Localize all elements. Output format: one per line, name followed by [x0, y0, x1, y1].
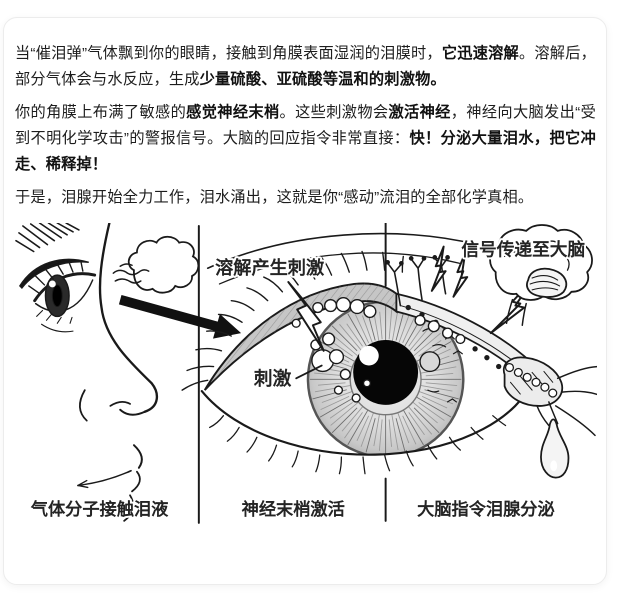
brain-stem — [505, 298, 527, 326]
lips — [77, 444, 143, 522]
gas-squiggle — [119, 263, 133, 267]
label-dissolve-stimulus: 溶解产生刺激 — [215, 257, 325, 278]
big-eye — [181, 232, 565, 475]
nostril-wing — [79, 389, 88, 422]
cheek-line — [41, 323, 74, 333]
lower-eyelid — [200, 377, 536, 456]
tear-drop — [540, 418, 570, 479]
text-segment-bold: 感觉神经末梢 — [186, 104, 280, 121]
face-pupil — [51, 284, 63, 308]
caption-brain-orders-gland: 大脑指令泪腺分泌 — [417, 499, 555, 519]
face-eye-highlight — [48, 280, 56, 288]
paragraph-2: 你的角膜上布满了敏感的感觉神经末梢。这些刺激物会激活神经，神经向大脑发出“受到不… — [15, 100, 596, 178]
pupil-highlight — [359, 345, 379, 366]
tear-duct — [536, 401, 559, 427]
face-eye — [28, 260, 97, 333]
iris-texture — [309, 303, 462, 455]
gas-squiggle — [114, 278, 142, 284]
text-segment: ，神经向大脑发出“受到不明化学攻击”的警报信号。大脑的回应指令非常直接： — [15, 104, 596, 147]
upper-lashes — [28, 260, 84, 294]
gland-duct-beads — [504, 362, 558, 398]
cerebellum-folds — [529, 275, 561, 291]
nose-profile — [98, 223, 159, 413]
eyebrow-ticks — [24, 261, 58, 280]
tear-drop-highlight — [550, 460, 558, 472]
text-segment-bold: 激活神经 — [388, 104, 451, 121]
tear-gland — [502, 356, 597, 479]
caption-nerve-activation: 神经末梢激活 — [242, 499, 345, 519]
lightning-bolt-dissolve — [287, 281, 325, 352]
eyelid-crease — [218, 252, 460, 285]
lower-lashes — [36, 309, 73, 324]
caption-gas-contacts-tears: 气体分子接触泪液 — [30, 499, 169, 519]
lightning-bolt-nerve — [452, 251, 469, 298]
nerve-endings — [385, 255, 450, 307]
label-stimulus: 刺激 — [254, 368, 292, 389]
article-text: 当“催泪弹”气体飘到你的眼睛，接触到角膜表面湿润的泪膜时，它迅速溶解。溶解后，部… — [15, 41, 596, 211]
nostril — [119, 408, 146, 416]
eyebrow — [18, 258, 89, 289]
text-segment: 于是，泪腺开始全力工作，泪水涌出，这就是你“感动”流泪的全部化学真相。 — [15, 189, 534, 206]
text-segment: 你的角膜上布满了敏感的 — [15, 104, 187, 121]
illustration-canvas: 溶解产生刺激 刺激 信号传递至大脑 气体分子接触泪液 神经末梢激活 大脑指令泪腺… — [15, 223, 597, 524]
text-segment-bold: 少量硫酸、亚硫酸等温和的刺激物。 — [199, 71, 446, 88]
paragraph-1: 当“催泪弹”气体飘到你的眼睛，接触到角膜表面湿润的泪膜时，它迅速溶解。溶解后，部… — [15, 41, 596, 93]
text-segment-bold: 它迅速溶解 — [441, 45, 519, 62]
mouth-corner-flick — [77, 479, 89, 489]
gas-cloud — [112, 235, 200, 294]
chin-line — [123, 494, 135, 522]
text-segment: 当“催泪弹”气体飘到你的眼睛，接触到角膜表面湿润的泪膜时， — [15, 45, 442, 62]
outer-canthus-lines — [554, 365, 597, 437]
face-profile — [15, 223, 159, 522]
stimulus-pointer-line — [295, 364, 323, 380]
label-signal-to-brain: 信号传递至大脑 — [461, 238, 585, 259]
tear-mechanism-illustration: 溶解产生刺激 刺激 信号传递至大脑 气体分子接触泪液 神经末梢激活 大脑指令泪腺… — [15, 223, 597, 543]
brain — [489, 224, 593, 326]
nostril-shadow — [109, 400, 131, 407]
eye-interior — [201, 302, 535, 455]
paragraph-3: 于是，泪腺开始全力工作，泪水涌出，这就是你“感动”流泪的全部化学真相。 — [15, 185, 596, 211]
lightning-bolt-nerve — [430, 245, 447, 292]
gas-squiggle — [112, 269, 150, 276]
text-segment: 。溶解后，部分气体会与水反应，生成 — [15, 45, 597, 88]
text-segment-bold: 快！分泌大量泪水，把它冲走、稀释掉！ — [15, 130, 596, 173]
lower-lashes-fan — [209, 415, 507, 475]
text-segment: 。这些刺激物会 — [279, 104, 389, 121]
gland-hatching — [509, 370, 554, 395]
lash-band-hatching — [204, 283, 397, 391]
hair-strokes — [15, 223, 80, 253]
article-card: 当“催泪弹”气体飘到你的眼睛，接触到角膜表面湿润的泪膜时，它迅速溶解。溶解后，部… — [3, 17, 607, 585]
impact-arrow — [118, 294, 242, 339]
brain-folds — [503, 240, 570, 271]
